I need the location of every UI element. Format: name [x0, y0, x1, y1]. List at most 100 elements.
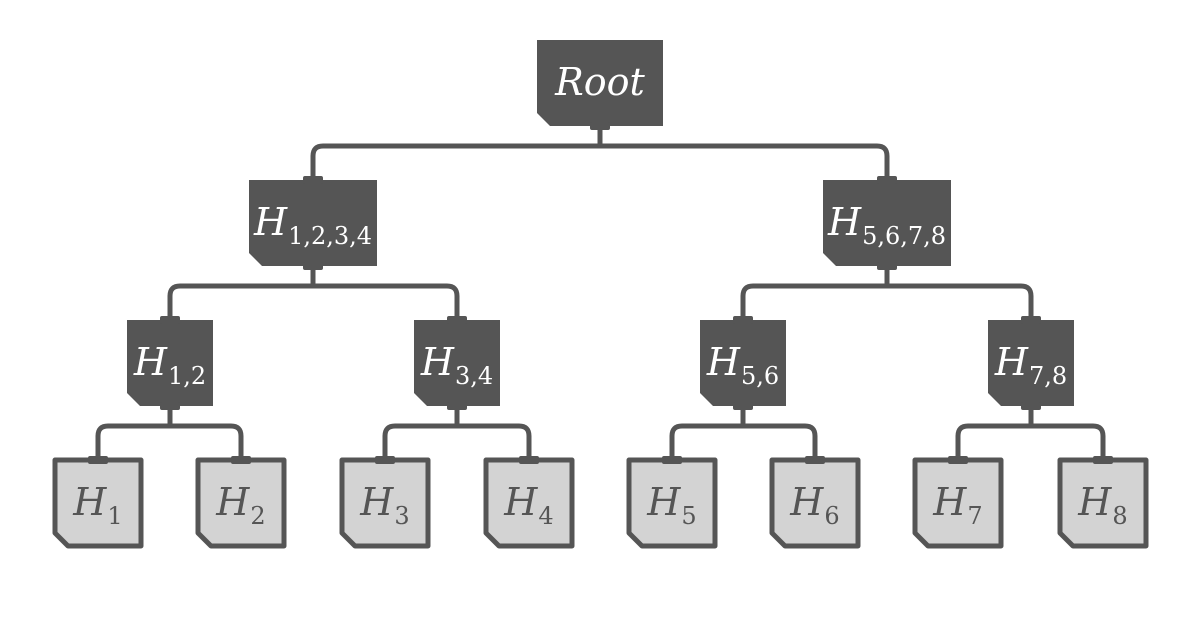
leaf-h-5-top-tab	[662, 456, 682, 464]
node-h-1-2-label-sub: 1,2	[168, 362, 206, 390]
leaf-h-7-top-tab	[948, 456, 968, 464]
node-h-3-4-box	[414, 320, 500, 406]
node-h-1-2-3-4-box	[249, 180, 377, 266]
leaf-h-4-top-tab	[519, 456, 539, 464]
leaf-h-1-box	[52, 457, 144, 549]
leaf-h-3-label: H3	[359, 480, 409, 530]
leaf-h-3-label-sub: 3	[394, 502, 409, 530]
node-h-5-6-7-8-label: H5,6,7,8	[827, 200, 946, 250]
leaf-h-5-box	[626, 457, 718, 549]
leaf-h-8-box	[1057, 457, 1149, 549]
leaf-h-4-label-main: H	[503, 480, 538, 524]
node-root-label-text: Root	[554, 60, 645, 104]
node-h-7-8-bottom-tab	[1021, 402, 1041, 410]
edge-l2-to-leaf-8	[1028, 403, 1106, 463]
edge-l1-to-l2-4	[884, 263, 1034, 323]
node-root-label: Root	[554, 60, 645, 104]
node-h-1-2-3-4-label: H1,2,3,4	[253, 200, 372, 250]
node-h-5-6-label-sub: 5,6	[741, 362, 779, 390]
node-h-7-8-label: H7,8	[994, 340, 1067, 390]
node-h-1-2-3-4-top-tab	[303, 176, 323, 184]
leaf-h-2-label-sub: 2	[250, 502, 265, 530]
node-root-bottom-tab	[590, 122, 610, 130]
node-h-5-6-7-8-label-main: H	[827, 200, 862, 244]
edge-root-to-l1-1	[310, 123, 603, 183]
edge-l2-to-leaf-1	[95, 403, 173, 463]
leaf-h-4-box	[483, 457, 575, 549]
node-h-7-8-box	[988, 320, 1074, 406]
edge-l2-to-leaf-3	[382, 403, 460, 463]
node-h-5-6-7-8-top-tab	[877, 176, 897, 184]
edge-root-to-l1-2	[597, 123, 890, 183]
leaf-h-6-label: H6	[789, 480, 839, 530]
leaf-h-4: H4	[483, 456, 575, 549]
leaf-h-6-box	[769, 457, 861, 549]
leaf-h-8-top-tab	[1093, 456, 1113, 464]
leaf-h-7-label: H7	[932, 480, 982, 530]
leaf-h-6-label-main: H	[789, 480, 824, 524]
node-h-1-2-bottom-tab	[160, 402, 180, 410]
node-h-1-2-label: H1,2	[133, 340, 206, 390]
node-h-1-2-label-main: H	[133, 340, 168, 384]
leaf-h-3-label-main: H	[359, 480, 394, 524]
leaf-h-3-top-tab	[375, 456, 395, 464]
leaf-h-8-label-sub: 8	[1112, 502, 1127, 530]
node-h-3-4-label-sub: 3,4	[455, 362, 493, 390]
leaf-h-8-label-main: H	[1077, 480, 1112, 524]
node-h-1-2-box	[127, 320, 213, 406]
leaf-h-2-label-main: H	[215, 480, 250, 524]
node-h-5-6-7-8-bottom-tab	[877, 262, 897, 270]
node-h-5-6-label: H5,6	[706, 340, 779, 390]
leaf-h-4-label-sub: 4	[538, 502, 553, 530]
node-h-5-6-7-8-box	[823, 180, 951, 266]
leaf-h-4-label: H4	[503, 480, 553, 530]
leaf-h-8: H8	[1057, 456, 1149, 549]
leaf-h-2: H2	[195, 456, 287, 549]
node-h-7-8-label-sub: 7,8	[1029, 362, 1067, 390]
leaf-h-8-label: H8	[1077, 480, 1127, 530]
node-h-3-4-bottom-tab	[447, 402, 467, 410]
leaf-h-7-box	[912, 457, 1004, 549]
node-h-7-8-top-tab	[1021, 316, 1041, 324]
node-root: Root	[537, 40, 663, 130]
node-h-3-4-top-tab	[447, 316, 467, 324]
leaf-h-5-label: H5	[646, 480, 696, 530]
node-h-7-8-label-main: H	[994, 340, 1029, 384]
leaf-h-5: H5	[626, 456, 718, 549]
node-h-3-4-label-main: H	[420, 340, 455, 384]
edge-l1-to-l2-1	[167, 263, 316, 323]
leaf-h-7-label-sub: 7	[967, 502, 982, 530]
node-h-7-8: H7,8	[988, 316, 1074, 410]
leaf-h-1-label-sub: 1	[107, 502, 122, 530]
node-h-3-4-label: H3,4	[420, 340, 493, 390]
tree-edges	[95, 123, 1106, 463]
leaf-h-1-label: H1	[72, 480, 122, 530]
node-h-5-6: H5,6	[700, 316, 786, 410]
node-h-5-6-7-8-label-sub: 5,6,7,8	[862, 222, 946, 250]
edge-l2-to-leaf-6	[740, 403, 818, 463]
node-h-1-2-3-4-label-main: H	[253, 200, 288, 244]
node-h-5-6-label-main: H	[706, 340, 741, 384]
leaf-h-5-label-main: H	[646, 480, 681, 524]
leaf-h-2-box	[195, 457, 287, 549]
node-h-5-6-top-tab	[733, 316, 753, 324]
leaf-h-5-label-sub: 5	[681, 502, 696, 530]
edge-l2-to-leaf-7	[955, 403, 1034, 463]
node-h-1-2-3-4-label-sub: 1,2,3,4	[288, 222, 372, 250]
edge-l2-to-leaf-2	[167, 403, 244, 463]
leaf-h-1-top-tab	[88, 456, 108, 464]
leaf-h-6: H6	[769, 456, 861, 549]
leaf-h-3: H3	[339, 456, 431, 549]
leaf-h-1: H1	[52, 456, 144, 549]
leaf-h-2-top-tab	[231, 456, 251, 464]
edge-l2-to-leaf-5	[669, 403, 746, 463]
node-h-1-2-3-4-bottom-tab	[303, 262, 323, 270]
edge-l2-to-leaf-4	[454, 403, 532, 463]
node-h-1-2: H1,2	[127, 316, 213, 410]
node-h-5-6-bottom-tab	[733, 402, 753, 410]
edge-l1-to-l2-2	[310, 263, 460, 323]
edge-l1-to-l2-3	[740, 263, 890, 323]
node-root-box	[537, 40, 663, 126]
